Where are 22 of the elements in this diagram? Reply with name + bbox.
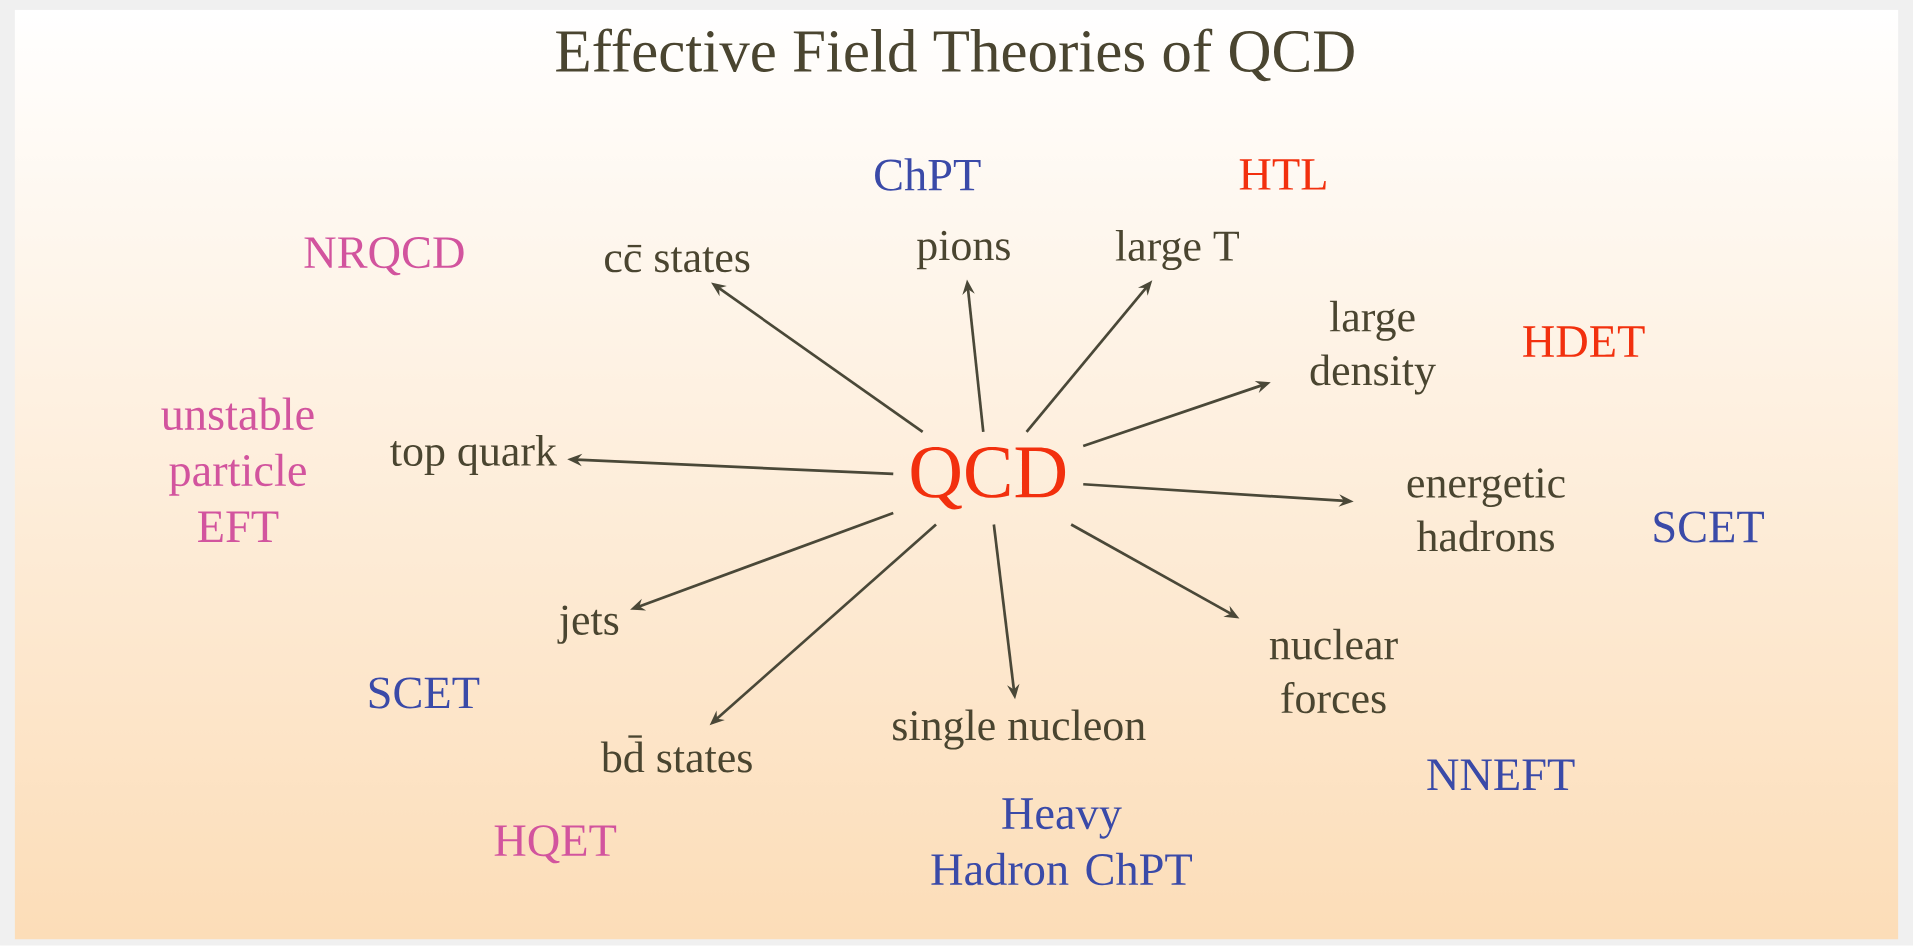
theory-name: SCET (1654, 511, 1764, 543)
theory-name: HDET (1523, 326, 1645, 358)
center-label: QCD (911, 447, 1066, 510)
topic-label: nuclear forces (1269, 628, 1398, 714)
topic-label: cc̄ states (605, 245, 750, 273)
topic-label: energetic hadrons (1407, 468, 1565, 552)
topic-label: bd̄ states (600, 735, 752, 773)
theory-name: Heavy Hadron ChPT (931, 798, 1192, 886)
topic-label: large density (1310, 301, 1436, 395)
topic-label: single nucleon (893, 709, 1146, 750)
topic-label: top quark (390, 435, 557, 476)
theory-name: SCET (369, 677, 480, 709)
theory-name: HTL (1239, 159, 1326, 190)
theory-name: NNEFT (1427, 759, 1575, 791)
topic-label: pions (916, 231, 1010, 270)
title: Effective Field Theories of QCD (556, 28, 1354, 82)
topic-label: jets (557, 605, 619, 645)
topic-label: large T (1115, 230, 1239, 271)
theory-name: unstable particle EFT (161, 397, 314, 543)
theory-name: ChPT (875, 158, 981, 191)
theory-name: HQET (494, 825, 617, 864)
theory-name: NRQCD (304, 237, 464, 276)
